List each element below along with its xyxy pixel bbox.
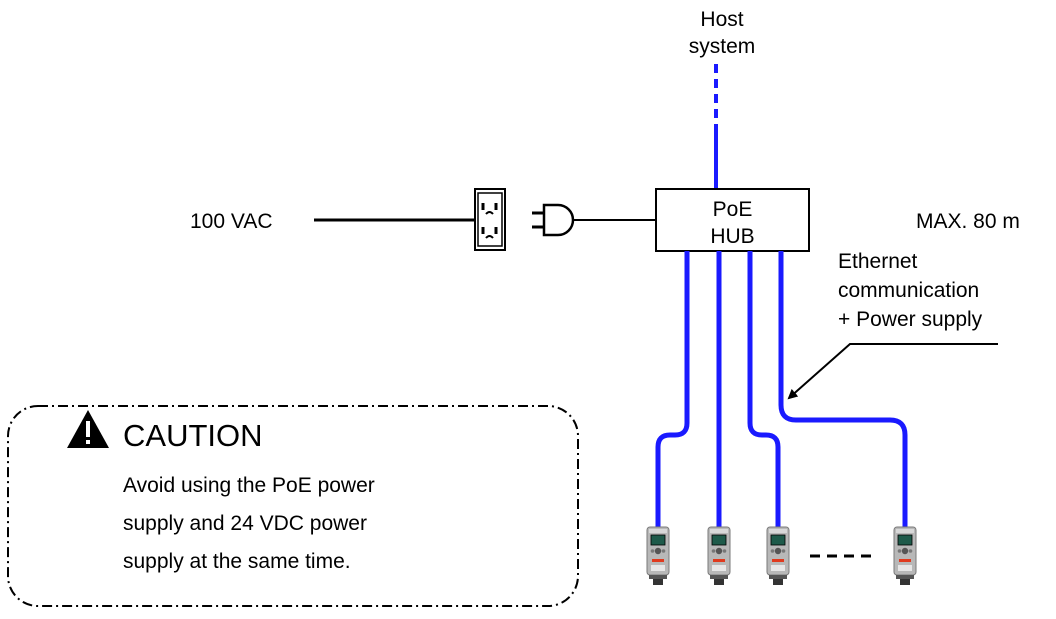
caution-line3: supply at the same time. <box>123 550 351 573</box>
cable-device-1 <box>655 251 690 527</box>
warning-icon <box>67 410 109 448</box>
ethernet-note-line2: communication <box>838 279 980 302</box>
caution-line1: Avoid using the PoE power <box>123 474 375 497</box>
cable-device-n <box>778 251 908 527</box>
ethernet-note-line3: + Power supply <box>838 308 983 331</box>
hub-label-line2: HUB <box>710 225 755 248</box>
cable-device-3 <box>747 251 781 527</box>
ac-plug-icon <box>532 203 575 237</box>
poe-hub-box <box>655 188 810 252</box>
caution-box <box>7 405 579 607</box>
sensor-device-3 <box>766 526 790 586</box>
sensor-device-n <box>893 526 917 586</box>
host-system-label: Host system <box>672 6 772 60</box>
caution-title: CAUTION <box>123 418 263 453</box>
host-label-line1: Host <box>700 8 744 31</box>
hub-label-line1: PoE <box>712 198 753 221</box>
sensor-device-1 <box>646 526 670 586</box>
host-label-line2: system <box>688 35 756 58</box>
sensor-device-2 <box>707 526 731 586</box>
caution-message: Avoid using the PoE power supply and 24 … <box>123 467 375 581</box>
caution-line2: supply and 24 VDC power <box>123 512 367 535</box>
ethernet-leader-line <box>787 343 998 400</box>
wall-outlet-icon <box>474 188 506 251</box>
poe-hub-label: PoE HUB <box>656 196 809 250</box>
ac-voltage-label: 100 VAC <box>190 210 273 233</box>
ethernet-note-line1: Ethernet <box>838 250 918 273</box>
ethernet-power-note: Ethernet communication + Power supply <box>838 247 982 334</box>
max-distance-label: MAX. 80 m <box>916 210 1020 233</box>
